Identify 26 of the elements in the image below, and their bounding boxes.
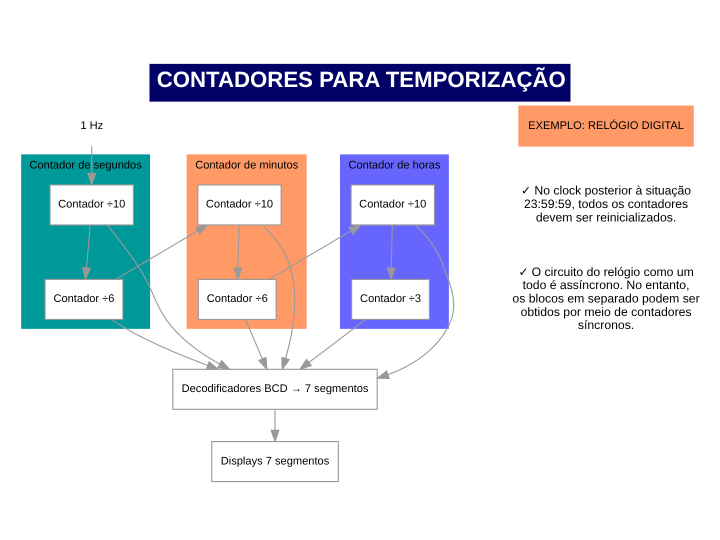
arrow xyxy=(107,224,232,370)
node-text: 1 Hz xyxy=(80,119,104,132)
arrow xyxy=(116,224,209,280)
arrow xyxy=(298,318,366,370)
node-box: Contador ÷6 xyxy=(44,278,124,320)
arrow xyxy=(244,318,268,370)
arrow xyxy=(262,224,296,370)
arrow xyxy=(111,318,220,370)
arrow xyxy=(269,224,362,280)
arrow xyxy=(376,224,454,378)
node-box: Displays 7 segmentos xyxy=(211,440,339,482)
node-box: Contador ÷10 xyxy=(350,184,435,226)
arrow xyxy=(233,224,243,280)
diagram-title: CONTADORES PARA TEMPORIZAÇÃO xyxy=(156,66,566,92)
arrow xyxy=(386,224,396,280)
label: ✓ O circuito do relógio como um todo é assíncrono. No entanto, os blocos em separado podem ser obtidos por meio de contadores síncronos. xyxy=(512,264,700,332)
node-box: Decodificadores BCD → 7 segmentos xyxy=(172,368,378,410)
node-box: Contador ÷10 xyxy=(197,184,282,226)
node-box: Contador ÷6 xyxy=(198,278,277,320)
arrow xyxy=(87,146,96,186)
arrow xyxy=(82,224,92,280)
label: ✓ No clock posterior à situação 23:59:59, todos os contadores devem ser reinicializados. xyxy=(521,183,692,224)
label: EXEMPLO: RELÓGIO DIGITAL xyxy=(528,119,684,132)
node-box: Contador ÷3 xyxy=(351,278,430,320)
node-box: Contador ÷10 xyxy=(50,184,134,226)
arrow xyxy=(270,409,280,443)
